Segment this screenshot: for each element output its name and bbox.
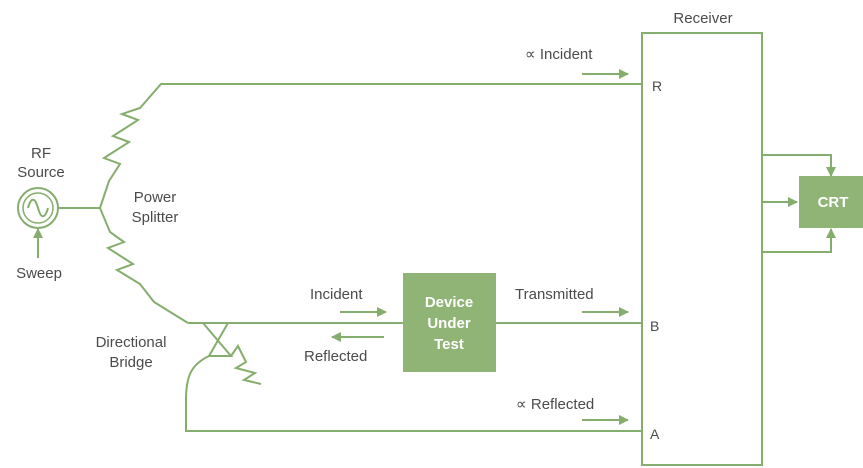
receiver-to-crt-bottom-line	[762, 228, 836, 253]
dut-label-line2: Under	[427, 315, 471, 332]
sweep-label: Sweep	[16, 265, 62, 282]
dut-label-line1: Device	[425, 294, 473, 311]
power-splitter-label-line2: Splitter	[132, 209, 179, 226]
receiver-block	[641, 32, 763, 466]
power-splitter-bottom-branch	[99, 207, 189, 324]
device-under-test-box	[403, 273, 496, 372]
reflected-ref-label: ∝ Reflected	[516, 396, 594, 413]
receiver-port-b: B	[650, 318, 659, 334]
transmitted-label: Transmitted	[515, 286, 594, 303]
reflected-label: Reflected	[304, 348, 367, 365]
crt-label: CRT	[818, 194, 849, 211]
rf-source-label-line2: Source	[17, 164, 65, 181]
receiver-to-crt-top-line	[762, 154, 836, 177]
directional-bridge-label-line2: Bridge	[109, 354, 152, 371]
directional-bridge-loop	[185, 355, 642, 432]
receiver-title: Receiver	[673, 10, 732, 27]
power-splitter-label-line1: Power	[134, 189, 177, 206]
rf-source-label-line1: RF	[31, 145, 51, 162]
crt-box	[799, 176, 863, 228]
incident-ref-label: ∝ Incident	[525, 46, 593, 63]
receiver-port-a: A	[650, 426, 660, 442]
receiver-port-r: R	[652, 78, 662, 94]
directional-bridge-label-line1: Directional	[96, 334, 167, 351]
dut-label-line3: Test	[434, 336, 464, 353]
incident-label: Incident	[310, 286, 363, 303]
directional-bridge-resistor	[230, 344, 262, 385]
directional-bridge-cross	[202, 322, 234, 357]
sine-wave-source-icon	[17, 187, 59, 229]
power-splitter-top-branch	[99, 83, 642, 209]
